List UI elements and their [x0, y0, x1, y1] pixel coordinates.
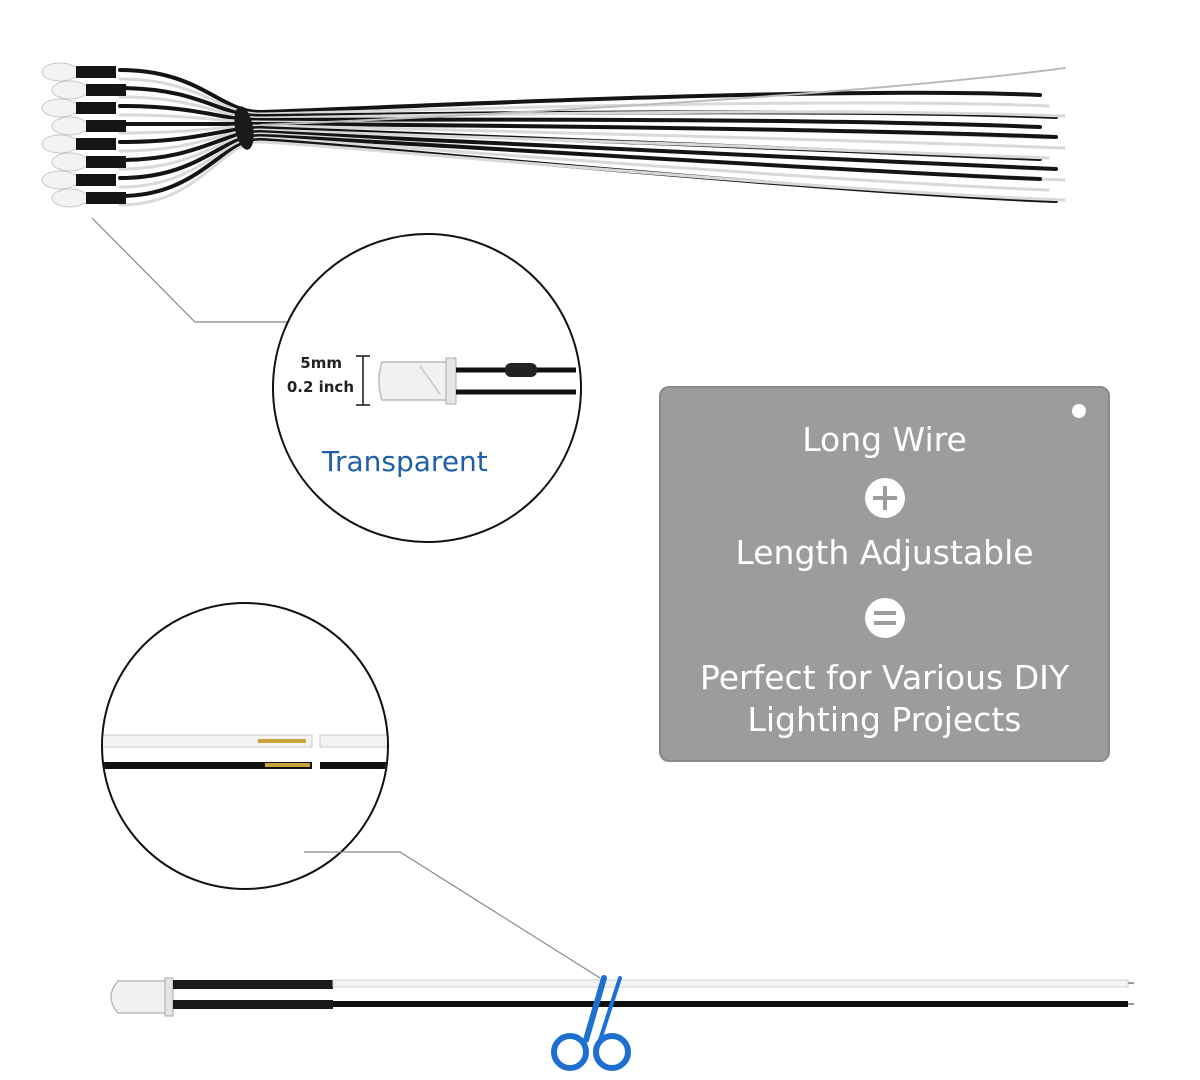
scissors-icon — [551, 975, 631, 1071]
feature-panel: Long Wire Length Adjustable Perfect for … — [659, 386, 1110, 762]
plus-icon — [864, 478, 905, 518]
hanger-hole — [1072, 404, 1086, 418]
size-inch-label: 0.2 inch — [286, 378, 354, 396]
panel-line-perfect-for: Perfect for Various DIY — [699, 658, 1069, 697]
equals-icon — [864, 598, 905, 638]
panel-line-length-adjustable: Length Adjustable — [735, 533, 1034, 572]
panel-line-long-wire: Long Wire — [802, 420, 967, 459]
color-label: Transparent — [322, 445, 488, 478]
led-wire-bundle — [41, 62, 1066, 208]
single-led-wire — [110, 977, 1134, 1017]
callout-leader-bottom — [304, 851, 601, 979]
callout-leader-top — [91, 217, 300, 323]
magnifier-circle-splice — [101, 602, 389, 890]
size-mm-label: 5mm — [300, 354, 342, 372]
magnifier-circle-led — [272, 233, 582, 543]
panel-line-lighting-projects: Lighting Projects — [747, 700, 1022, 739]
